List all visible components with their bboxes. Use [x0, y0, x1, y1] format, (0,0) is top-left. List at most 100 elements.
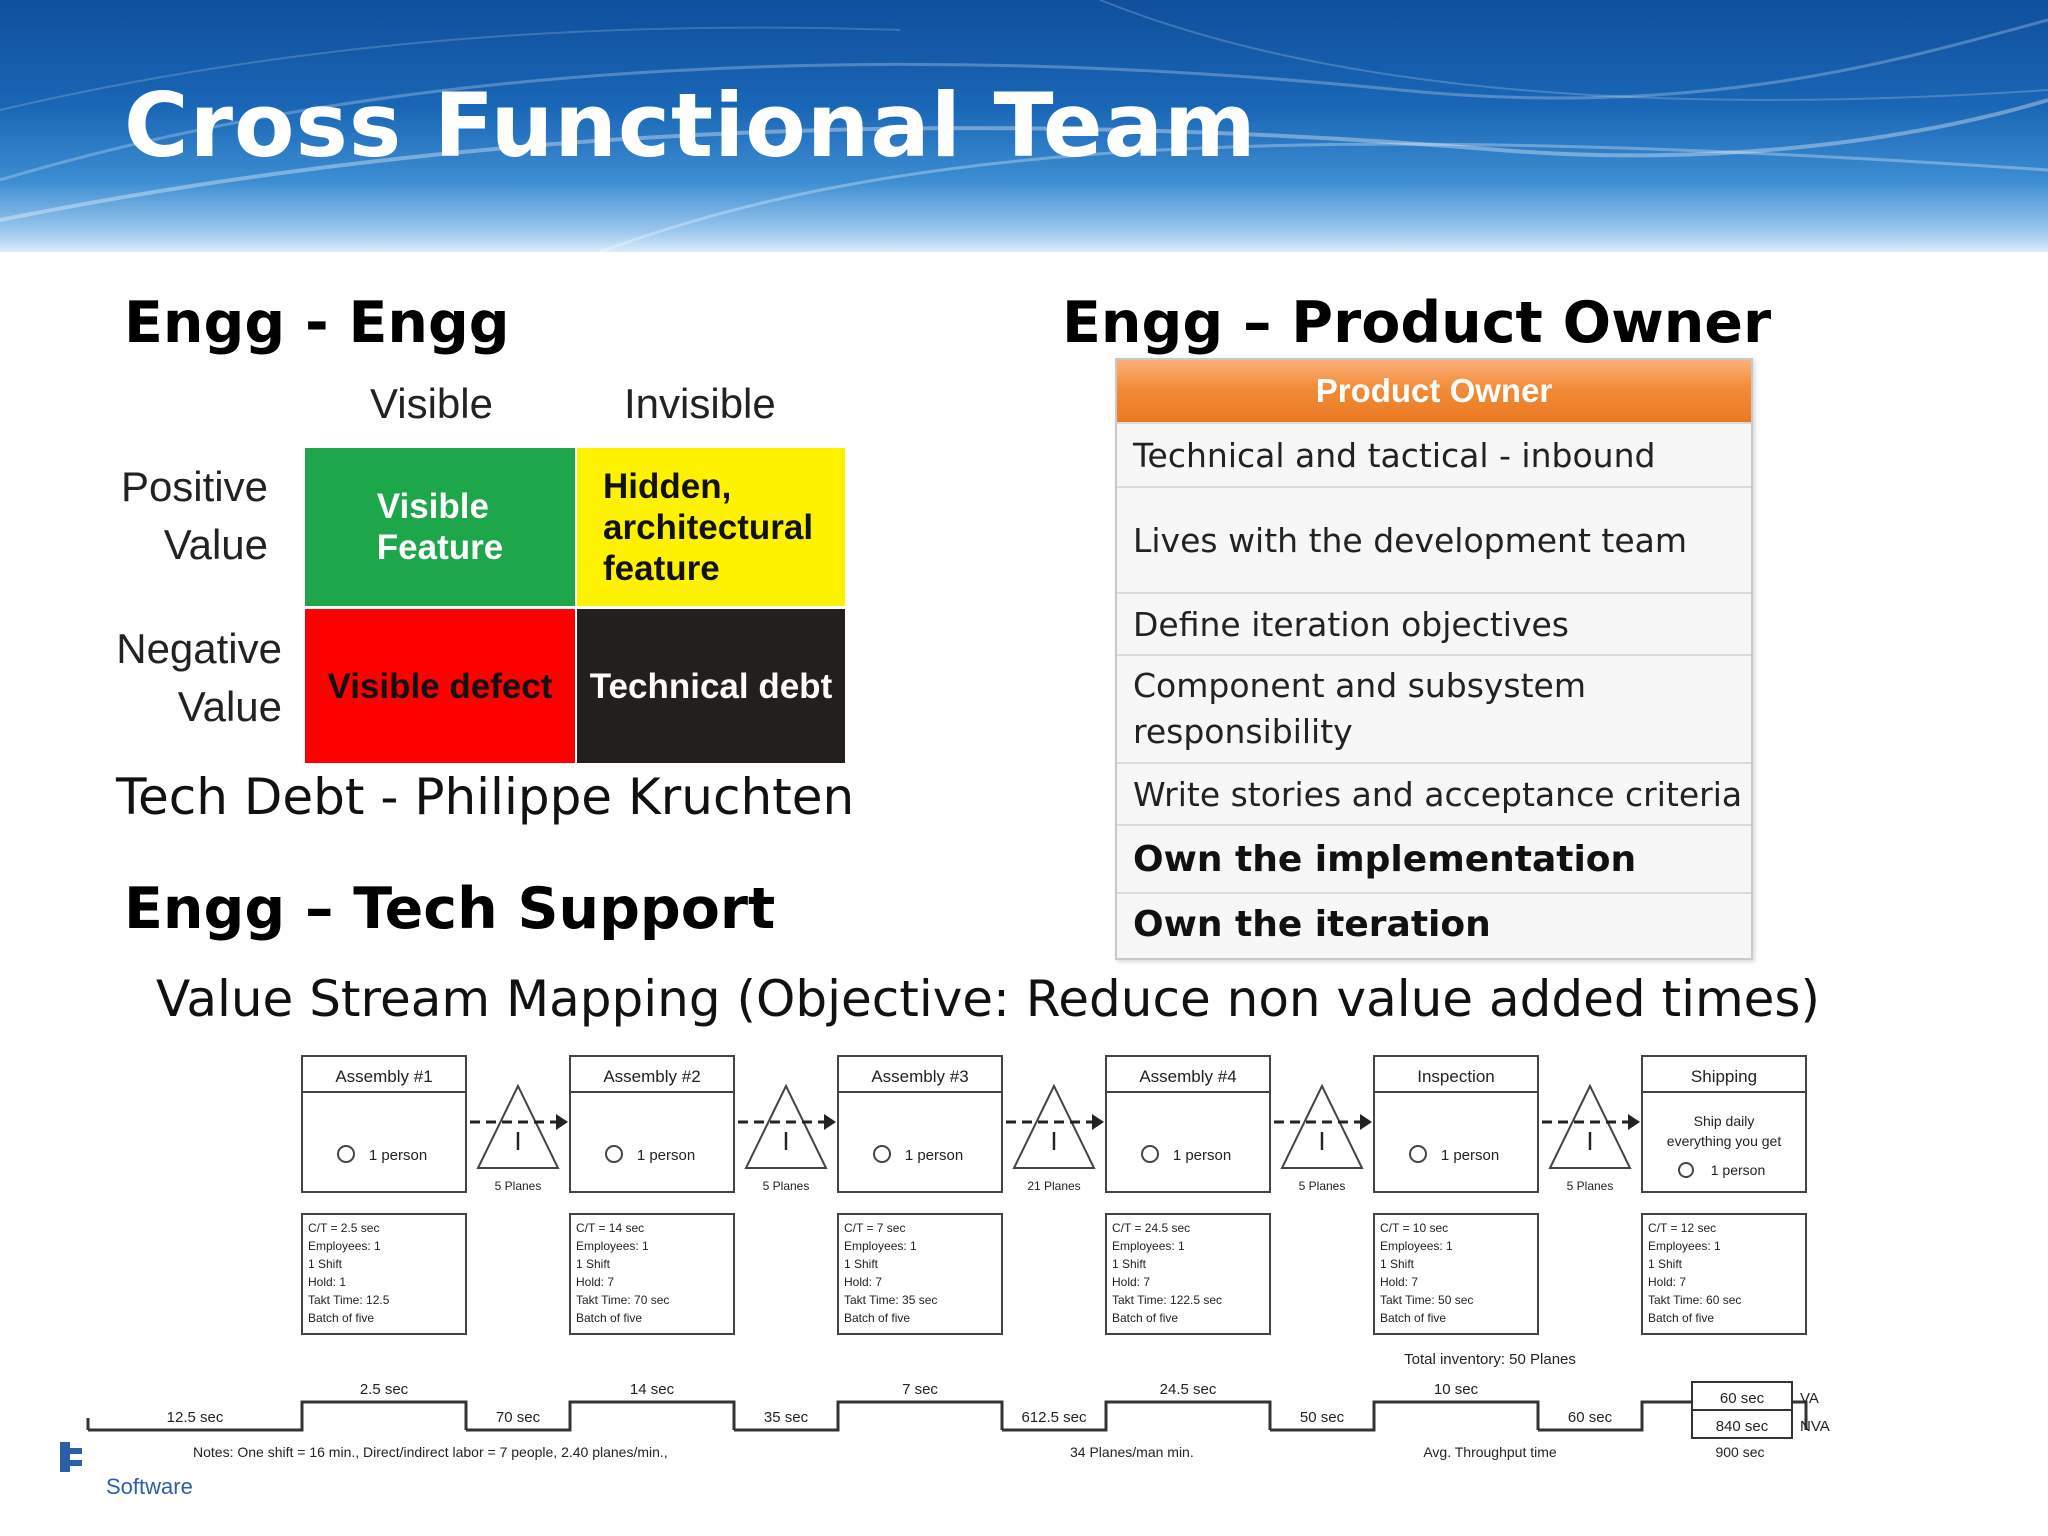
- timeline-wait-time: 70 sec: [496, 1409, 541, 1426]
- process-staff: 1 person: [1173, 1147, 1231, 1164]
- banner-swoosh-decoration: [0, 0, 2048, 252]
- po-row-component-responsibility: Component and subsystem responsibility: [1117, 654, 1751, 762]
- process-data-box: [837, 1213, 1003, 1335]
- process-data-line: Takt Time: 122.5 sec: [1112, 1293, 1222, 1307]
- inventory-symbol: I: [1050, 1126, 1057, 1156]
- inventory-symbol: I: [1318, 1126, 1325, 1156]
- operator-icon: [337, 1145, 355, 1163]
- quadrant-hidden-line-3: feature: [603, 548, 720, 588]
- process-data-line: 1 Shift: [1112, 1257, 1147, 1271]
- process-staff: 1 person: [369, 1147, 427, 1164]
- process-data-box: [1641, 1213, 1807, 1335]
- process-data-box: [569, 1213, 735, 1335]
- timeline-segment: [1538, 1400, 1808, 1432]
- timeline-segment: [1270, 1400, 1540, 1432]
- process-data-line: Takt Time: 50 sec: [1380, 1293, 1473, 1307]
- timeline-wait-time: 60 sec: [1568, 1409, 1613, 1426]
- inventory-triangle: [1012, 1083, 1096, 1169]
- timeline-wait-time: 12.5 sec: [167, 1409, 224, 1426]
- process-data-line: Employees: 1: [844, 1239, 917, 1253]
- process-staff: 1 person: [1711, 1162, 1765, 1178]
- timeline-cycle-time: 10 sec: [1434, 1381, 1479, 1398]
- process-name: Assembly #4: [1139, 1067, 1236, 1086]
- po-row-lives-with-team: Lives with the development team: [1117, 486, 1751, 592]
- engg-product-owner-heading: Engg – Product Owner: [1062, 290, 1772, 356]
- process-box: [837, 1055, 1003, 1193]
- operator-icon: [1141, 1145, 1159, 1163]
- value-stream-mapping-objective: Value Stream Mapping (Objective: Reduce …: [156, 970, 1820, 1028]
- timeline-segment: [88, 1400, 468, 1432]
- row-header-negative: Negative: [116, 625, 282, 672]
- timeline-cycle-time: 14 sec: [630, 1381, 675, 1398]
- process-data-line: Batch of five: [1380, 1311, 1446, 1325]
- process-data-line: C/T = 2.5 sec: [308, 1221, 379, 1235]
- process-data-line: Batch of five: [844, 1311, 910, 1325]
- operator-icon: [1409, 1145, 1427, 1163]
- tech-debt-caption: Tech Debt - Philippe Kruchten: [116, 768, 855, 826]
- inventory-count: 5 Planes: [1567, 1179, 1614, 1193]
- timeline-segment: [1002, 1400, 1272, 1432]
- po-row-define-objectives: Define iteration objectives: [1117, 592, 1751, 654]
- process-data-line: Employees: 1: [308, 1239, 381, 1253]
- throughput-value: 900 sec: [1715, 1444, 1764, 1460]
- process-data-line: 1 Shift: [844, 1257, 879, 1271]
- total-inventory-label: Total inventory: 50 Planes: [1404, 1351, 1576, 1368]
- va-label: VA: [1800, 1390, 1819, 1407]
- push-arrowhead: [556, 1114, 568, 1130]
- process-name: Shipping: [1691, 1067, 1757, 1086]
- process-data-line: Batch of five: [308, 1311, 374, 1325]
- process-data-line: Employees: 1: [1112, 1239, 1185, 1253]
- inventory-triangle: [1280, 1083, 1364, 1169]
- process-data-line: 1 Shift: [308, 1257, 343, 1271]
- va-total: 60 sec: [1720, 1390, 1765, 1407]
- inventory-triangle: [476, 1083, 560, 1169]
- inventory-symbol: I: [514, 1126, 521, 1156]
- timeline-cycle-time: 2.5 sec: [360, 1381, 409, 1398]
- timeline-cycle-time: 7 sec: [902, 1381, 938, 1398]
- timeline-wait-time: 612.5 sec: [1021, 1409, 1087, 1426]
- process-staff: 1 person: [1441, 1147, 1499, 1164]
- process-data-line: C/T = 14 sec: [576, 1221, 644, 1235]
- product-owner-table-header: Product Owner: [1117, 360, 1751, 422]
- push-arrowhead: [824, 1114, 836, 1130]
- row-header-negative-value: Negative Value: [100, 620, 282, 736]
- row-header-positive-value: Positive Value: [100, 458, 268, 574]
- process-note: Ship daily: [1694, 1113, 1755, 1129]
- process-data-line: Takt Time: 12.5: [308, 1293, 390, 1307]
- push-arrowhead: [1092, 1114, 1104, 1130]
- push-arrowhead: [1628, 1114, 1640, 1130]
- product-owner-table: Product Owner Technical and tactical - i…: [1115, 358, 1753, 960]
- process-data-box: [1373, 1213, 1539, 1335]
- quadrant-hidden-architectural-feature: Hidden, architectural feature: [577, 448, 845, 606]
- inventory-symbol: I: [1586, 1126, 1593, 1156]
- timeline-wait-time: 50 sec: [1300, 1409, 1345, 1426]
- process-name: Assembly #2: [603, 1067, 700, 1086]
- nva-label: NVA: [1800, 1418, 1830, 1435]
- inventory-triangle: [1548, 1083, 1632, 1169]
- process-data-line: Takt Time: 60 sec: [1648, 1293, 1741, 1307]
- vsm-notes: Notes: One shift = 16 min., Direct/indir…: [193, 1444, 668, 1460]
- inventory-count: 5 Planes: [763, 1179, 810, 1193]
- row-header-negative-value-word: Value: [177, 683, 282, 730]
- company-logo-icon: [60, 1442, 82, 1472]
- inventory-count: 21 Planes: [1027, 1179, 1080, 1193]
- process-data-line: Hold: 7: [1380, 1275, 1418, 1289]
- column-header-invisible: Invisible: [624, 380, 776, 427]
- operator-icon: [605, 1145, 623, 1163]
- process-data-line: Employees: 1: [1380, 1239, 1453, 1253]
- quadrant-technical-debt: Technical debt: [577, 609, 845, 763]
- po-row-technical-tactical: Technical and tactical - inbound: [1117, 422, 1751, 486]
- inventory-triangle: [744, 1083, 828, 1169]
- timeline-cycle-time: 24.5 sec: [1160, 1381, 1217, 1398]
- process-name: Assembly #1: [335, 1067, 432, 1086]
- process-data-line: C/T = 12 sec: [1648, 1221, 1716, 1235]
- quadrant-technical-debt-label: Technical debt: [589, 666, 833, 706]
- timeline-segment: [734, 1400, 1004, 1432]
- vsm-notes-2: 34 Planes/man min.: [1070, 1444, 1194, 1460]
- slide-title: Cross Functional Team: [124, 74, 1257, 177]
- process-data-line: Batch of five: [1648, 1311, 1714, 1325]
- push-arrowhead: [1360, 1114, 1372, 1130]
- process-data-line: Takt Time: 35 sec: [844, 1293, 937, 1307]
- process-data-line: Hold: 7: [576, 1275, 614, 1289]
